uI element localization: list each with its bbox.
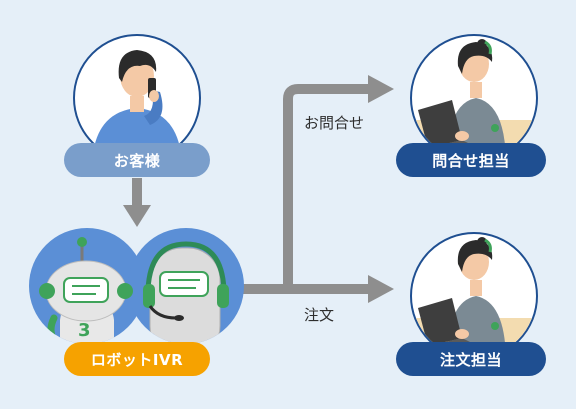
inquiry-staff-label: 問合せ担当 xyxy=(396,143,546,177)
robot-icon: 3 xyxy=(39,237,133,344)
inquiry-edge-label: お問合せ xyxy=(304,114,365,132)
arrow-ivr-to-inquiry xyxy=(283,84,372,289)
robot-ivr-node: 3 xyxy=(29,228,244,344)
robot-ivr-label: ロボットIVR xyxy=(64,342,210,376)
robot-headset-icon xyxy=(143,241,229,344)
svg-text:3: 3 xyxy=(78,320,91,341)
order-staff-label: 注文担当 xyxy=(396,342,546,376)
connectors xyxy=(123,75,394,303)
arrowhead-customer-to-ivr xyxy=(123,205,151,227)
order-edge-label: 注文 xyxy=(304,306,335,324)
customer-label: お客様 xyxy=(64,143,210,177)
arrowhead-order xyxy=(368,275,394,303)
arrowhead-inquiry xyxy=(368,75,394,103)
